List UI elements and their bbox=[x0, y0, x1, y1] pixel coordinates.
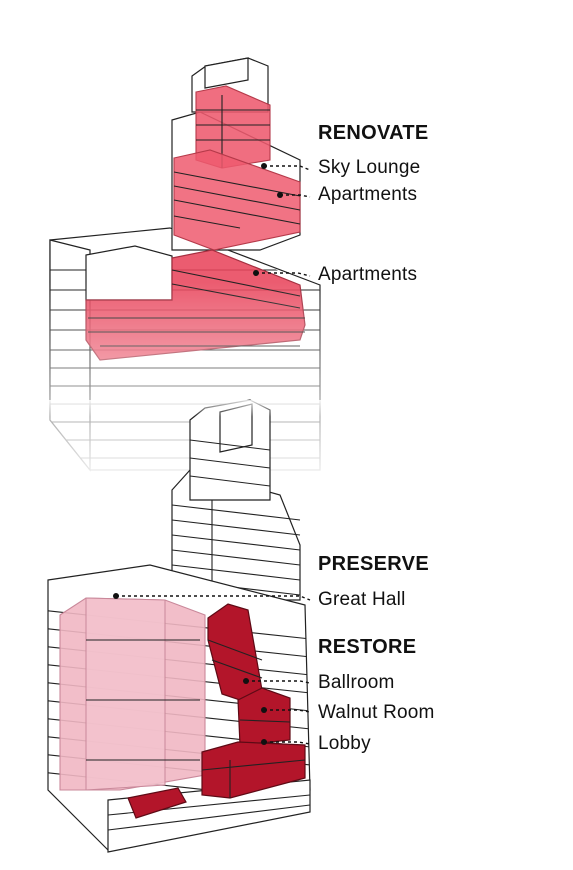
label-ballroom: Ballroom bbox=[318, 672, 395, 693]
leader-lobby bbox=[264, 741, 311, 745]
label-lobby: Lobby bbox=[318, 733, 371, 754]
walnut-room-volume bbox=[237, 687, 291, 746]
leader-lower-apartments bbox=[256, 272, 311, 277]
leader-sky-lounge bbox=[264, 165, 311, 171]
leader-ballroom bbox=[246, 680, 311, 684]
heading-renovate: RENOVATE bbox=[318, 122, 429, 144]
lower-building bbox=[40, 399, 340, 853]
restore-plinth-piece bbox=[127, 787, 187, 819]
label-sky-lounge: Sky Lounge bbox=[318, 157, 420, 178]
heading-restore: RESTORE bbox=[318, 636, 416, 658]
leader-walnut-room bbox=[264, 709, 311, 713]
leader-great-hall bbox=[116, 595, 311, 601]
labels: RENOVATE Sky Lounge Apartments Apartment… bbox=[318, 122, 435, 754]
leader-upper-apartments bbox=[280, 194, 311, 198]
label-walnut-room: Walnut Room bbox=[318, 702, 435, 723]
label-lower-apartments: Apartments bbox=[318, 264, 417, 285]
label-upper-apartments: Apartments bbox=[318, 184, 417, 205]
heading-preserve: PRESERVE bbox=[318, 553, 429, 575]
label-great-hall: Great Hall bbox=[318, 589, 406, 610]
lobby-volume bbox=[201, 741, 306, 799]
leader-lines bbox=[113, 163, 311, 745]
